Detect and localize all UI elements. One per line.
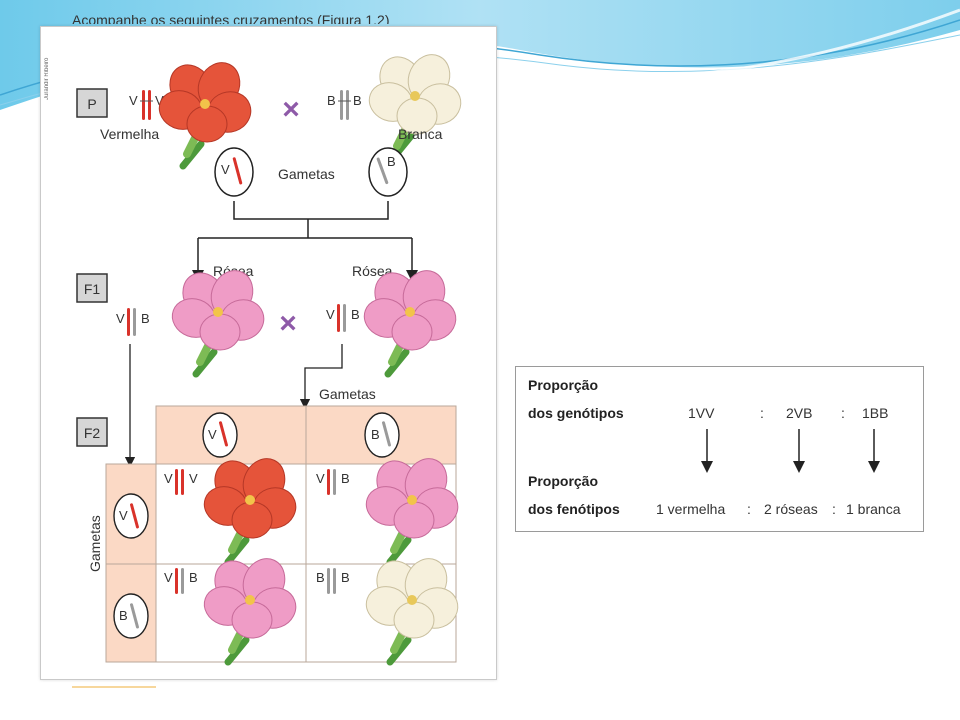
- genotype-bb: 1BB: [862, 405, 889, 421]
- genotype-vv: 1VV: [688, 405, 715, 421]
- cell-vb-top-genotype-b: B: [341, 471, 350, 486]
- generation-f2-label: F2: [84, 425, 101, 441]
- proportions-table: Proporção dos genótipos 1VV : 2VB : 1BB …: [515, 366, 924, 532]
- p-right-genotype-a: B: [327, 93, 336, 108]
- chromosome-pair-white-icon: [338, 90, 351, 120]
- cross-symbol-f1: ×: [279, 307, 297, 340]
- gametes-label-p: Gametas: [278, 166, 335, 182]
- white-flower-p-icon: [364, 48, 467, 158]
- f2-gametes-side-label: Gametas: [87, 515, 103, 572]
- f2-row-gamete-b-icon: [113, 593, 149, 639]
- generation-f2-box: [76, 417, 108, 447]
- cell-vv-genotype-b: V: [189, 471, 198, 486]
- phenotype-sep-2: :: [832, 501, 836, 517]
- p-right-phenotype: Branca: [398, 126, 443, 142]
- phenotypes-title-line2: dos fenótipos: [528, 501, 620, 517]
- red-flower-f2-icon: [199, 452, 302, 562]
- f1-right-genotype-a: V: [326, 307, 335, 322]
- generation-p-box: [76, 88, 108, 118]
- generation-p-label: P: [87, 96, 96, 112]
- p-right-genotype-b: B: [353, 93, 362, 108]
- f1-left-genotype-a: V: [116, 311, 125, 326]
- phenotype-pink: 2 róseas: [764, 501, 818, 517]
- cell-vv-genotype-a: V: [164, 471, 173, 486]
- f1-right-genotype-b: B: [351, 307, 360, 322]
- generation-f1-box: [76, 273, 108, 303]
- generation-f1-label: F1: [84, 281, 101, 297]
- mapping-arrows: [701, 429, 880, 473]
- f2-col-gamete-b: B: [371, 427, 380, 442]
- genotypes-title-line2: dos genótipos: [528, 405, 624, 421]
- phenotypes-title-line1: Proporção: [528, 473, 599, 489]
- pink-flower-f1-right-icon: [359, 264, 462, 374]
- pink-flower-f2-top-icon: [361, 452, 464, 562]
- p-left-genotype-a: V: [129, 93, 138, 108]
- genotype-sep-1: :: [760, 405, 764, 421]
- gamete-v-p-label: V: [221, 162, 230, 177]
- red-flower-p-icon: [154, 56, 257, 166]
- figure-cutline: Acompanhe os seguintes cruzamentos (Figu…: [72, 12, 390, 24]
- f2-row-gamete-v: V: [119, 508, 128, 523]
- phenotype-white: 1 branca: [846, 501, 901, 517]
- f2-row-gamete-v-icon: [113, 493, 149, 539]
- genotype-sep-2: :: [841, 405, 845, 421]
- f2-gametes-top-label: Gametas: [319, 386, 376, 402]
- f2-row-gamete-b: B: [119, 608, 128, 623]
- genotype-vb: 2VB: [786, 405, 813, 421]
- f2-col-gamete-v-icon: [202, 412, 238, 458]
- highlight-underline: [72, 686, 156, 688]
- genetic-cross-diagram: P F1 F2 V V Vermelha × B B Branca V Game…: [76, 26, 495, 678]
- phenotype-red: 1 vermelha: [656, 501, 726, 517]
- f1-right-phenotype: Rósea: [352, 263, 393, 279]
- cell-bb-genotype-b: B: [341, 570, 350, 585]
- p-left-genotype-b: V: [155, 93, 164, 108]
- phenotype-sep-1: :: [747, 501, 751, 517]
- gamete-b-p-label: B: [387, 154, 396, 169]
- p-left-phenotype: Vermelha: [100, 126, 159, 142]
- cell-bb-genotype-a: B: [316, 570, 325, 585]
- white-flower-f2-icon: [361, 552, 464, 662]
- pink-flower-f1-left-icon: [167, 264, 270, 374]
- f1-left-genotype-b: B: [141, 311, 150, 326]
- chromosome-pair-red-icon: [140, 90, 153, 120]
- pink-flower-f2-bottom-icon: [199, 552, 302, 662]
- cell-vb-top-genotype-a: V: [316, 471, 325, 486]
- cell-vb-bottom-genotype-b: B: [189, 570, 198, 585]
- f2-col-gamete-v: V: [208, 427, 217, 442]
- genotypes-title-line1: Proporção: [528, 377, 599, 393]
- cross-symbol-p: ×: [282, 93, 300, 126]
- gamete-v-p-icon: [214, 147, 254, 197]
- cell-vb-bottom-genotype-a: V: [164, 570, 173, 585]
